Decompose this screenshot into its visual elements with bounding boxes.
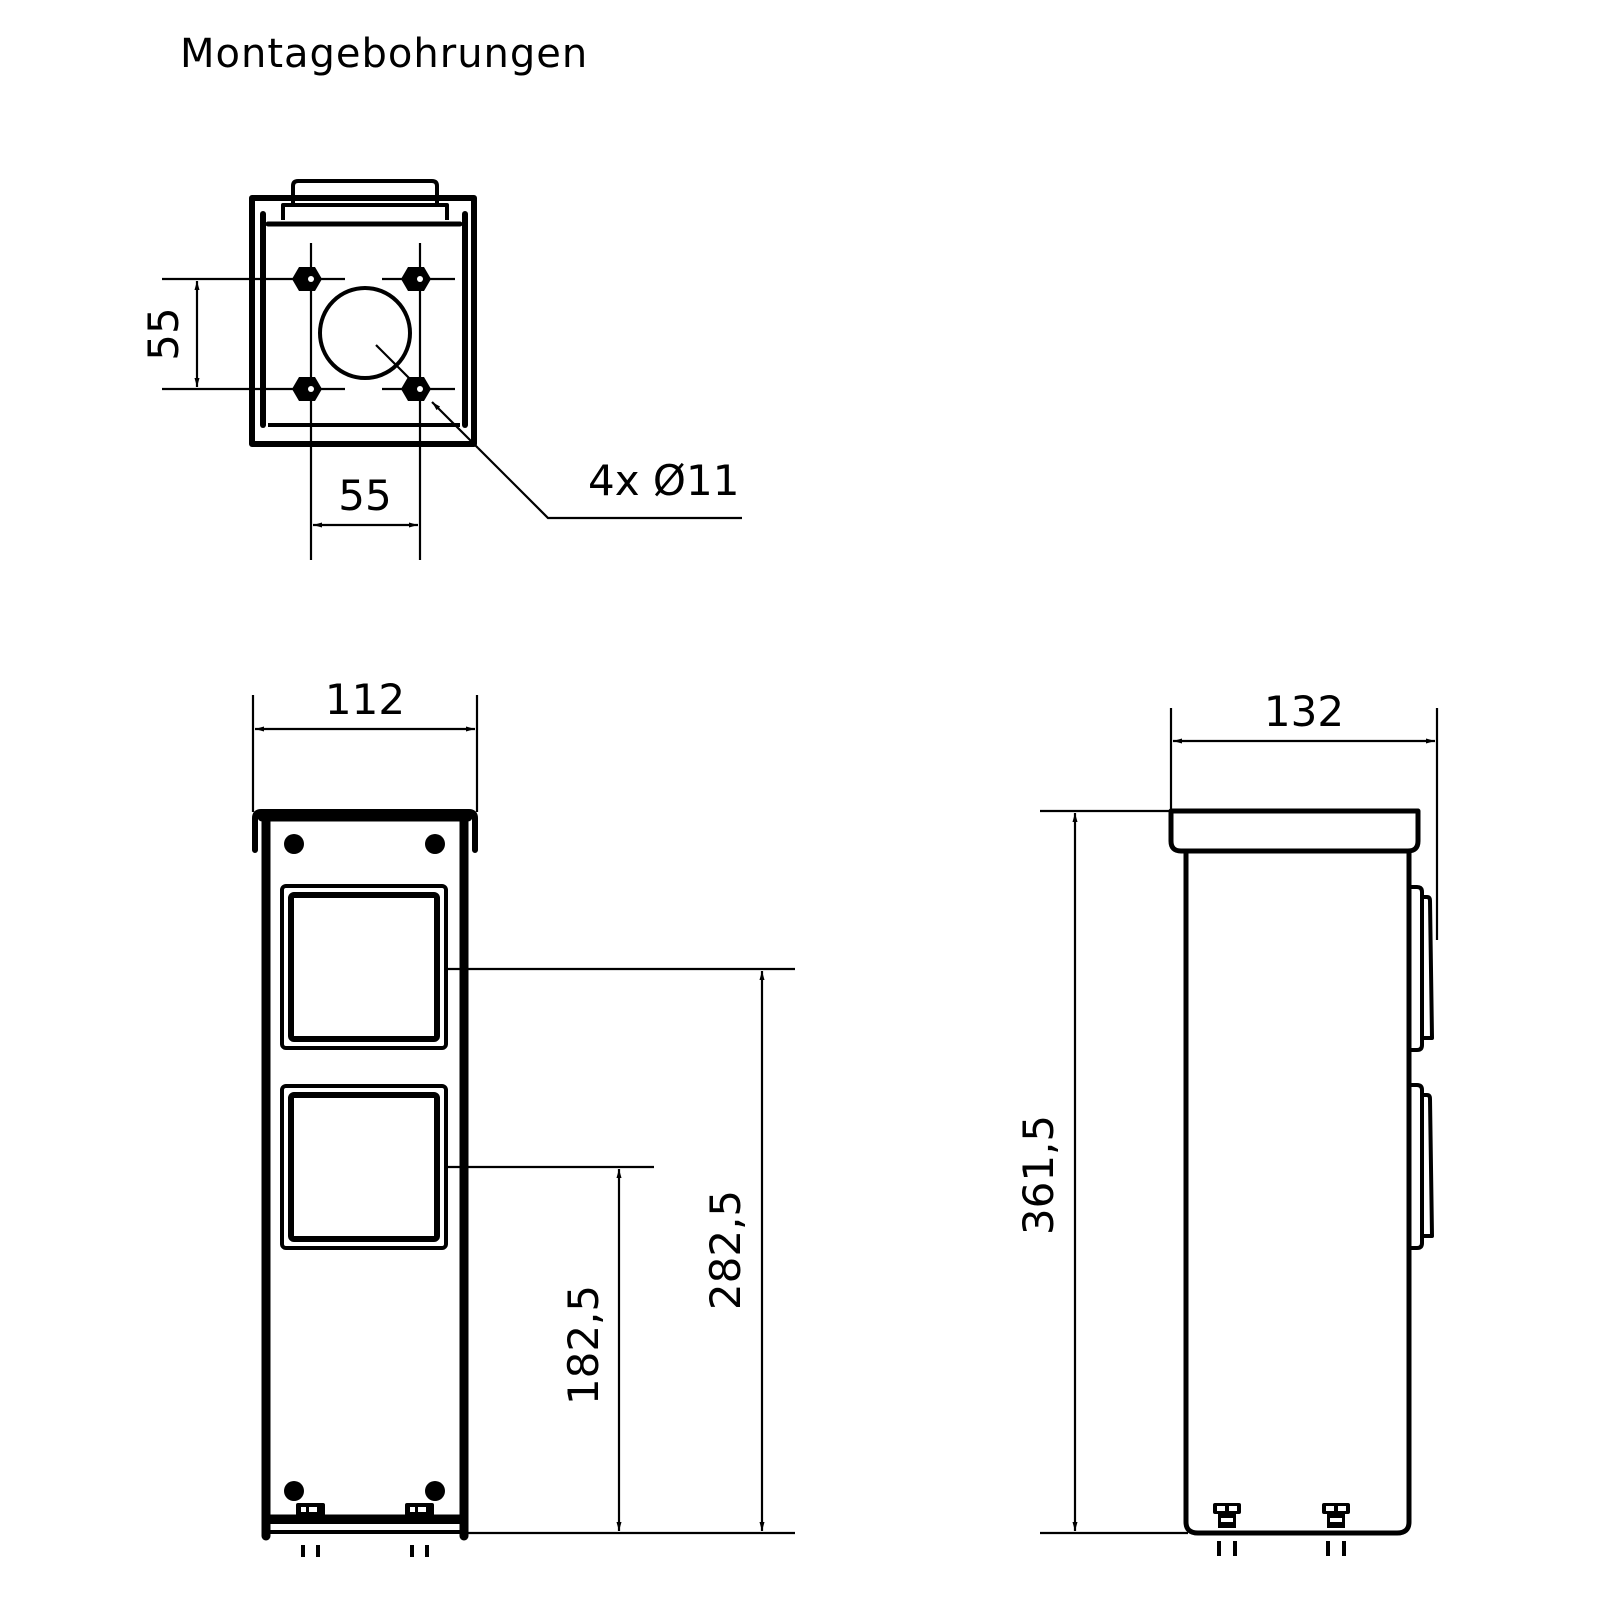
hex-nut-icon	[401, 377, 431, 401]
drawing-title: Montagebohrungen	[180, 31, 588, 77]
base-plate	[262, 1520, 468, 1534]
cap-outline	[252, 809, 478, 853]
callout-leader	[477, 447, 742, 520]
side-view: 132 361,5	[1014, 687, 1439, 1556]
screw-icon	[284, 834, 304, 854]
clamp-icon	[1213, 1503, 1241, 1556]
clamp-icon	[1322, 1503, 1350, 1556]
lid-outline	[291, 179, 439, 205]
front-view: 112	[251, 675, 795, 1557]
socket-lid-upper	[1409, 885, 1434, 1052]
dim-label-horizontal: 55	[338, 471, 391, 520]
socket-lid-lower	[1409, 1083, 1434, 1250]
dim-label-width: 112	[325, 675, 405, 724]
hex-nut-icon	[401, 267, 431, 291]
housing-outer	[249, 195, 477, 447]
dim-label-vertical: 55	[139, 307, 188, 360]
clamp-icon	[405, 1503, 434, 1557]
hole-callout-label: 4x Ø11	[588, 456, 739, 505]
dim-label-total-height: 361,5	[1014, 1115, 1063, 1235]
hex-nut-icon	[292, 267, 322, 291]
dim-label-lower-socket: 182,5	[559, 1285, 608, 1405]
clamp-icon	[296, 1503, 325, 1557]
screw-icon	[284, 1481, 304, 1501]
cable-entry-circle	[318, 286, 412, 380]
socket-lower	[280, 1084, 448, 1250]
body-outline	[1183, 848, 1412, 1536]
screw-icon	[425, 1481, 445, 1501]
hex-nut-icon	[292, 377, 322, 401]
socket-upper	[280, 884, 448, 1050]
cap-outline	[1168, 808, 1421, 854]
dim-label-upper-socket: 282,5	[701, 1190, 750, 1310]
screw-icon	[425, 834, 445, 854]
dim-label-depth: 132	[1264, 687, 1344, 736]
top-view: 4x Ø11 55 55	[139, 179, 742, 560]
